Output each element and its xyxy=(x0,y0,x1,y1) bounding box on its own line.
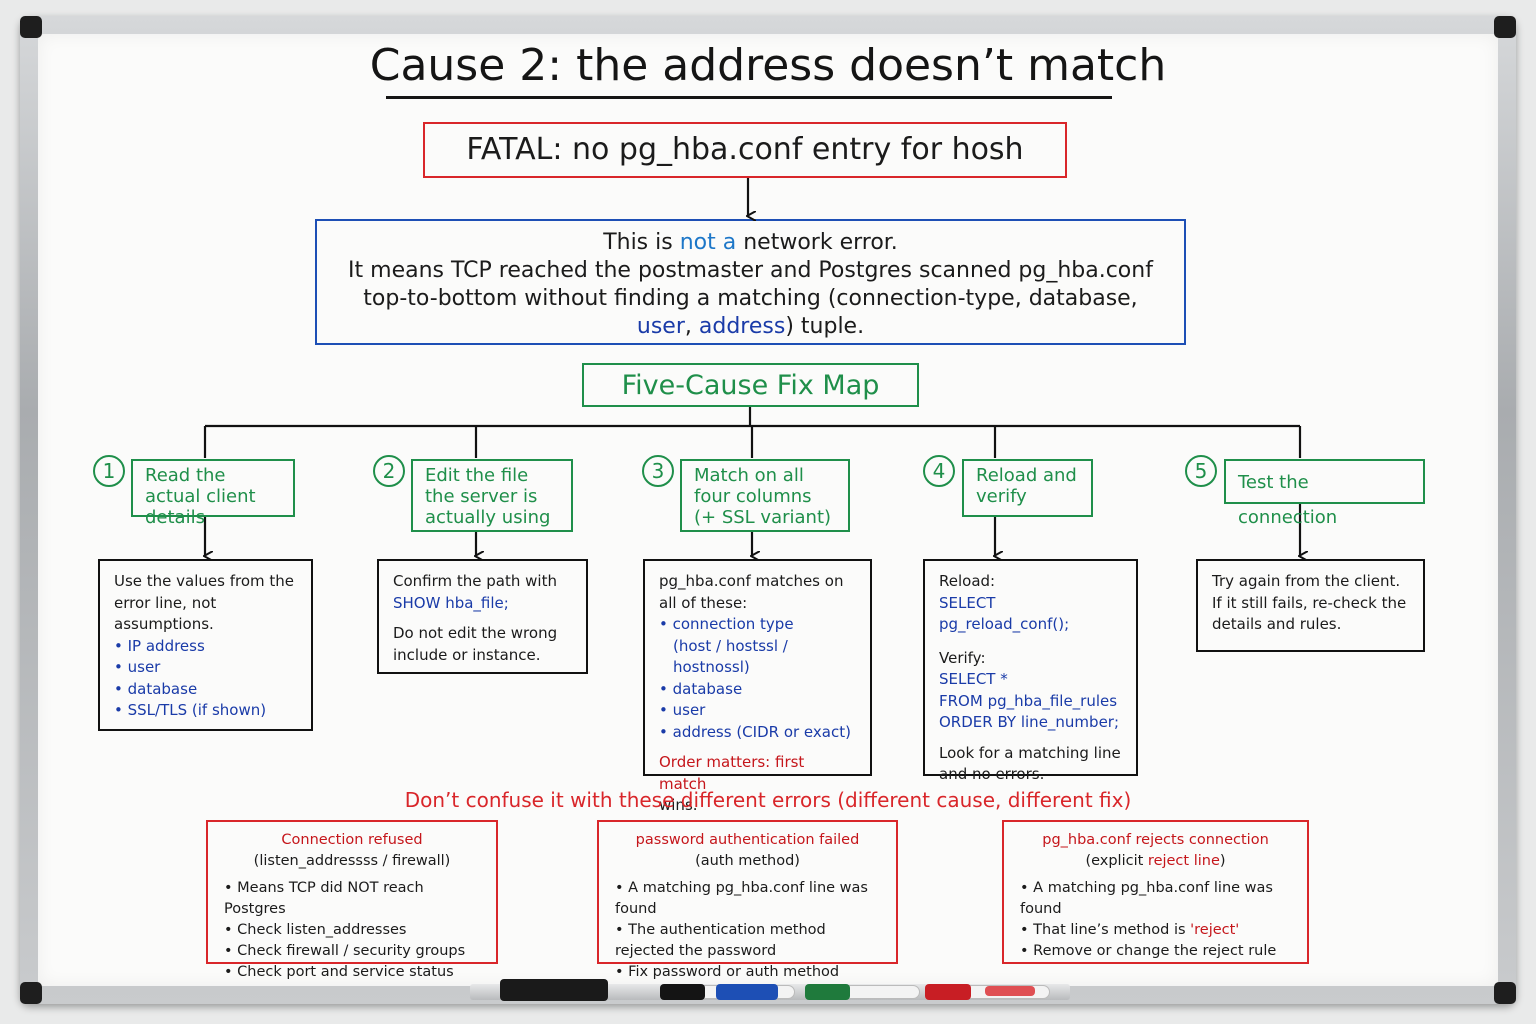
list-item: SSL/TLS (if shown) xyxy=(114,700,297,722)
detail-intro: Confirm the path with xyxy=(393,572,557,590)
detail-code: SELECT pg_reload_conf(); xyxy=(939,593,1070,634)
error-card-list: A matching pg_hba.conf line was found Th… xyxy=(611,878,884,983)
explain-tail: ) tuple. xyxy=(785,314,865,339)
marker-cap xyxy=(660,984,705,1000)
step-edit-file: Edit the file the server is actually usi… xyxy=(411,459,573,532)
detail-code: FROM pg_hba_file_rules xyxy=(939,691,1118,710)
step-test-connection: Test the connection xyxy=(1224,459,1425,528)
whiteboard-surface xyxy=(38,34,1498,986)
detail-warning-tail: wins. xyxy=(659,796,698,814)
detail-read-details: Use the values from the error line, not … xyxy=(98,559,313,731)
frame-corner xyxy=(1494,16,1516,38)
step-number: 5 xyxy=(1185,455,1217,487)
eraser[interactable] xyxy=(500,979,608,1001)
error-card-title: pg_hba.conf rejects connection xyxy=(1042,832,1269,848)
detail-test-connection: Try again from the client. If it still f… xyxy=(1196,559,1425,652)
detail-label: Verify: xyxy=(939,648,986,667)
explain-highlight: not a xyxy=(679,230,737,255)
list-item: Check listen_addresses xyxy=(224,920,484,941)
error-card-subtitle-highlight: reject line xyxy=(1147,853,1220,869)
error-card-connection-refused: Connection refused (listen_addressss / f… xyxy=(206,820,498,980)
list-item: The authentication method rejected the p… xyxy=(615,920,884,962)
detail-intro: Use the values from the error line, not … xyxy=(114,572,295,633)
list-item: database xyxy=(114,679,297,701)
frame-corner xyxy=(20,982,42,1004)
page-title: Cause 2: the address doesn’t match xyxy=(369,40,1167,91)
step-read-details: Read the actual client details xyxy=(131,459,295,528)
marker-cap xyxy=(925,984,971,1000)
detail-label: Reload: xyxy=(939,572,996,590)
step-match-columns: Match on all four columns (+ SSL variant… xyxy=(680,459,850,532)
title-underline xyxy=(386,96,1112,99)
list-item: Fix password or auth method xyxy=(615,962,884,983)
step-number: 2 xyxy=(373,455,405,487)
list-item: connection type xyxy=(659,614,856,636)
warning-heading: Don’t confuse it with these different er… xyxy=(404,788,1132,812)
error-card-subtitle: (explicit xyxy=(1085,853,1148,869)
list-item-highlight: 'reject' xyxy=(1190,922,1240,938)
explain-user: user xyxy=(636,314,685,339)
error-card-subtitle: (auth method) xyxy=(695,853,800,869)
detail-code: ORDER BY line_number; xyxy=(939,713,1120,731)
list-item: address (CIDR or exact) xyxy=(659,722,856,744)
list-item: Check port and service status xyxy=(224,962,484,983)
list-item: Means TCP did NOT reach Postgres xyxy=(224,878,484,920)
error-card-list: Means TCP did NOT reach Postgres Check l… xyxy=(220,878,484,983)
error-message-box: FATAL: no pg_hba.conf entry for hosh xyxy=(423,122,1067,178)
list-item-text: That line’s method is xyxy=(1033,922,1191,938)
step-number: 3 xyxy=(642,455,674,487)
detail-warning: Order matters: first match xyxy=(659,753,805,793)
marker-cap xyxy=(805,984,850,1000)
detail-reload-verify: Reload: SELECT pg_reload_conf(); Verify:… xyxy=(923,559,1138,783)
marker-label xyxy=(716,984,778,1000)
list-item: user xyxy=(659,700,856,722)
explain-line: It means TCP reached the postmaster and … xyxy=(348,258,1153,283)
detail-note: Look for a matching line and no errors. xyxy=(939,743,1121,784)
detail-list: connection type xyxy=(659,614,856,636)
detail-edit-file: Confirm the path with SHOW hba_file; Do … xyxy=(377,559,588,674)
list-item: That line’s method is 'reject' xyxy=(1020,920,1295,941)
error-card-hba-rejects: pg_hba.conf rejects connection (explicit… xyxy=(1002,820,1309,964)
explain-sep: , xyxy=(684,314,699,339)
error-card-subtitle: (listen_addressss / firewall) xyxy=(253,853,451,869)
marker-label xyxy=(985,986,1035,996)
list-item: A matching pg_hba.conf line was found xyxy=(1020,878,1295,920)
explain-address: address xyxy=(698,314,786,339)
list-item: user xyxy=(114,657,297,679)
detail-code: SHOW hba_file; xyxy=(393,593,509,612)
detail-note: Do not edit the wrong include or instanc… xyxy=(393,624,558,664)
error-card-password-failed: password authentication failed (auth met… xyxy=(597,820,898,980)
error-card-title: Connection refused xyxy=(281,832,423,848)
frame-corner xyxy=(20,16,42,38)
frame-corner xyxy=(1494,982,1516,1004)
step-number: 1 xyxy=(93,455,125,487)
list-item: Remove or change the reject rule xyxy=(1020,941,1295,962)
explain-text: This is xyxy=(603,230,680,255)
step-number: 4 xyxy=(923,455,955,487)
detail-list: IP address user database SSL/TLS (if sho… xyxy=(114,636,297,722)
detail-code: SELECT * xyxy=(939,670,1008,688)
step-reload-verify: Reload and verify xyxy=(962,459,1093,517)
error-card-subtitle: ) xyxy=(1219,853,1226,869)
list-item: Check firewall / security groups xyxy=(224,941,484,962)
error-card-title: password authentication failed xyxy=(635,832,860,848)
fix-map-title: Five-Cause Fix Map xyxy=(582,363,919,407)
list-item: A matching pg_hba.conf line was found xyxy=(615,878,884,920)
detail-sub: (host / hostssl / hostnossl) xyxy=(673,636,788,677)
detail-intro: pg_hba.conf matches on all of these: xyxy=(659,572,844,612)
list-item: database xyxy=(659,679,856,701)
detail-match-columns: pg_hba.conf matches on all of these: con… xyxy=(643,559,872,814)
error-card-list: A matching pg_hba.conf line was found Th… xyxy=(1016,878,1295,962)
explanation-box: This is not a network error. It means TC… xyxy=(315,219,1186,345)
explain-line: top-to-bottom without finding a matching… xyxy=(363,286,1138,311)
detail-list: database user address (CIDR or exact) xyxy=(659,679,856,744)
list-item: IP address xyxy=(114,636,297,658)
explain-text: network error. xyxy=(736,230,898,255)
